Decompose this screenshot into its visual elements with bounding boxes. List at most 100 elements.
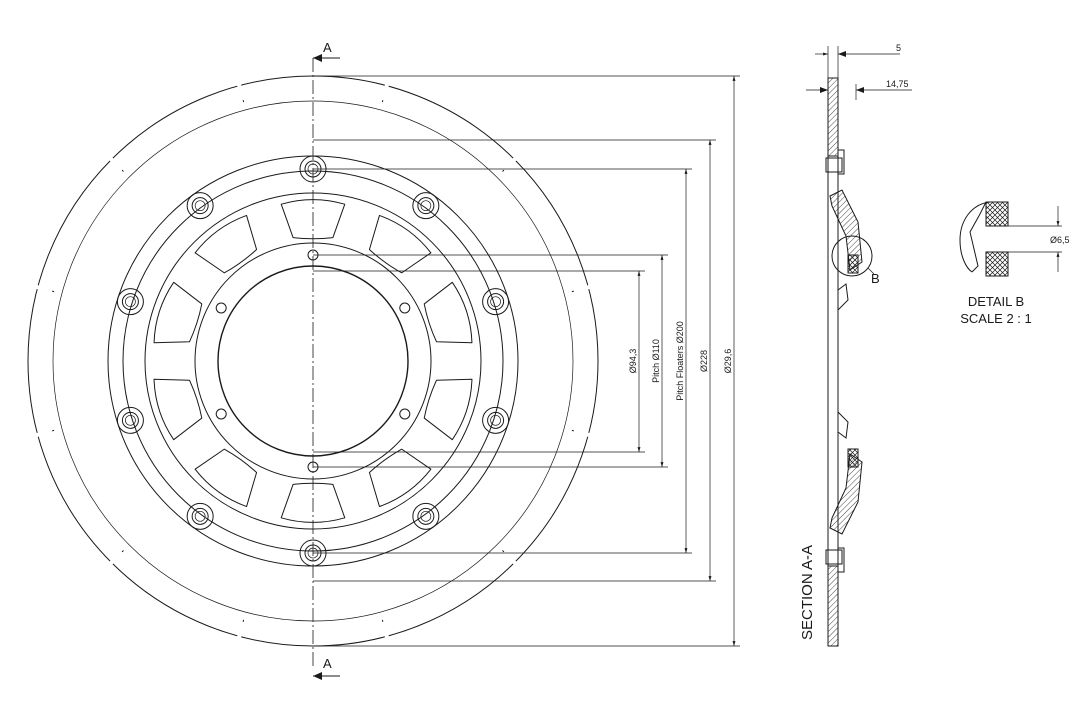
carrier-window bbox=[423, 378, 473, 441]
floater-button-outer bbox=[116, 288, 144, 316]
floater-button-hole bbox=[194, 510, 206, 522]
disc-slot-inner bbox=[199, 131, 215, 176]
floater-button-hole bbox=[420, 200, 432, 212]
carrier-window bbox=[153, 281, 203, 344]
edge-notch-inner bbox=[35, 428, 53, 438]
floater-button-hole bbox=[490, 414, 501, 426]
section-arrowhead-top bbox=[313, 54, 322, 62]
disc-slot-inner bbox=[108, 212, 128, 256]
floater-button-inner bbox=[417, 507, 435, 525]
carrier-window bbox=[423, 281, 473, 344]
disc-slot-inner bbox=[117, 511, 163, 524]
disc-slot-inner bbox=[164, 546, 208, 566]
edge-notch-inner bbox=[502, 156, 518, 172]
disc-slot-inner bbox=[349, 568, 373, 610]
disc-slot-inner bbox=[411, 546, 427, 591]
carrier-window bbox=[368, 214, 432, 274]
disc-slot-inner bbox=[150, 165, 163, 211]
section-rotor-upper bbox=[827, 77, 839, 157]
floater-button-inner bbox=[191, 197, 209, 215]
detail-scale: SCALE 2 : 1 bbox=[960, 311, 1032, 326]
detail-b-view: Ø6,5 DETAIL B SCALE 2 : 1 bbox=[959, 201, 1070, 326]
edge-notches bbox=[35, 83, 591, 639]
mounting-hole bbox=[215, 302, 227, 314]
carrier-window bbox=[368, 448, 432, 508]
floater-button-outer bbox=[412, 502, 440, 530]
disc-slot-inner bbox=[62, 332, 99, 365]
disc-slot-inner bbox=[77, 269, 106, 309]
edge-notch-inner bbox=[108, 156, 124, 172]
carrier-window bbox=[280, 199, 346, 240]
edge-notch-inner bbox=[35, 284, 53, 294]
section-arrowhead-bottom bbox=[313, 672, 322, 680]
floater-button-inner bbox=[191, 507, 209, 525]
detail-b-callout-circle bbox=[831, 235, 873, 277]
disc-slot-inner bbox=[253, 112, 277, 154]
disc-slot-inner bbox=[64, 397, 106, 421]
carrier-window bbox=[194, 448, 258, 508]
edge-notch-inner bbox=[380, 621, 390, 639]
edge-notch-inner bbox=[502, 550, 518, 566]
edge-notch-inner bbox=[108, 550, 124, 566]
floater-button-hole bbox=[490, 296, 501, 308]
mounting-hole bbox=[399, 302, 411, 314]
disc-slot-inner bbox=[498, 247, 543, 263]
dim-pitch-110: Pitch Ø110 bbox=[651, 339, 661, 383]
dim-228: Ø228 bbox=[699, 350, 709, 372]
floater-button-hole bbox=[125, 414, 136, 426]
floater-button-outer bbox=[482, 406, 510, 434]
floater-button-hole bbox=[194, 200, 206, 212]
disc-front-view: A A Ø94,3 Pitch Ø110 bbox=[27, 40, 740, 680]
mounting-hole bbox=[399, 408, 411, 420]
dim-outer: Ø29,6 bbox=[723, 349, 733, 374]
detail-title: DETAIL B bbox=[968, 294, 1024, 309]
floater-button-inner bbox=[121, 293, 139, 311]
dim-bore: Ø94,3 bbox=[628, 349, 638, 374]
dim-thickness: 5 bbox=[896, 43, 901, 53]
floater-button-outer bbox=[186, 502, 214, 530]
disc-slot-inner bbox=[520, 413, 549, 453]
disc-slot-inner bbox=[284, 575, 317, 612]
floater-button-inner bbox=[417, 197, 435, 215]
section-marker-top: A bbox=[323, 40, 332, 55]
floater-button-outer bbox=[116, 406, 144, 434]
section-rotor-lower bbox=[827, 565, 839, 647]
floater-button-hole bbox=[420, 510, 432, 522]
disc-slot-inner bbox=[221, 568, 261, 597]
edge-notch-inner bbox=[236, 83, 246, 101]
disc-slot-inner bbox=[418, 156, 462, 176]
dimension-lines bbox=[313, 75, 740, 647]
floater-button-inner bbox=[121, 411, 139, 429]
disc-slot-inner bbox=[463, 511, 476, 557]
disc-slot-inner bbox=[83, 459, 128, 475]
floater-button-inner bbox=[487, 411, 505, 429]
carrier-window bbox=[153, 378, 203, 441]
floater-button-outer bbox=[482, 288, 510, 316]
disc-slot-inner bbox=[527, 357, 564, 390]
disc-slot-inner bbox=[463, 198, 509, 211]
detail-callout-label: B bbox=[871, 271, 880, 286]
floater-button-outer bbox=[186, 192, 214, 220]
edge-notch-inner bbox=[573, 428, 591, 438]
detail-floater-section-upper bbox=[985, 201, 1009, 227]
section-marker-bottom: A bbox=[323, 656, 332, 671]
disc-slot-inner bbox=[520, 301, 562, 325]
carrier-window bbox=[194, 214, 258, 274]
edge-notch-inner bbox=[236, 621, 246, 639]
disc-slot-inner bbox=[365, 125, 405, 154]
disc-slots bbox=[62, 110, 564, 612]
floater-button-outer bbox=[412, 192, 440, 220]
section-title: SECTION A-A bbox=[799, 545, 816, 640]
disc-slot-inner bbox=[309, 110, 342, 147]
carrier-windows bbox=[153, 199, 473, 523]
dim-hole: Ø6,5 bbox=[1050, 235, 1070, 245]
carrier-window bbox=[280, 482, 346, 523]
dim-pitch-floaters: Pitch Floaters Ø200 bbox=[675, 321, 685, 401]
mounting-hole bbox=[215, 408, 227, 420]
floater-button-inner bbox=[487, 293, 505, 311]
edge-notch-inner bbox=[573, 284, 591, 294]
dim-offset: 14,75 bbox=[886, 79, 909, 89]
floater-button-hole bbox=[125, 296, 136, 308]
edge-notch-inner bbox=[380, 83, 390, 101]
